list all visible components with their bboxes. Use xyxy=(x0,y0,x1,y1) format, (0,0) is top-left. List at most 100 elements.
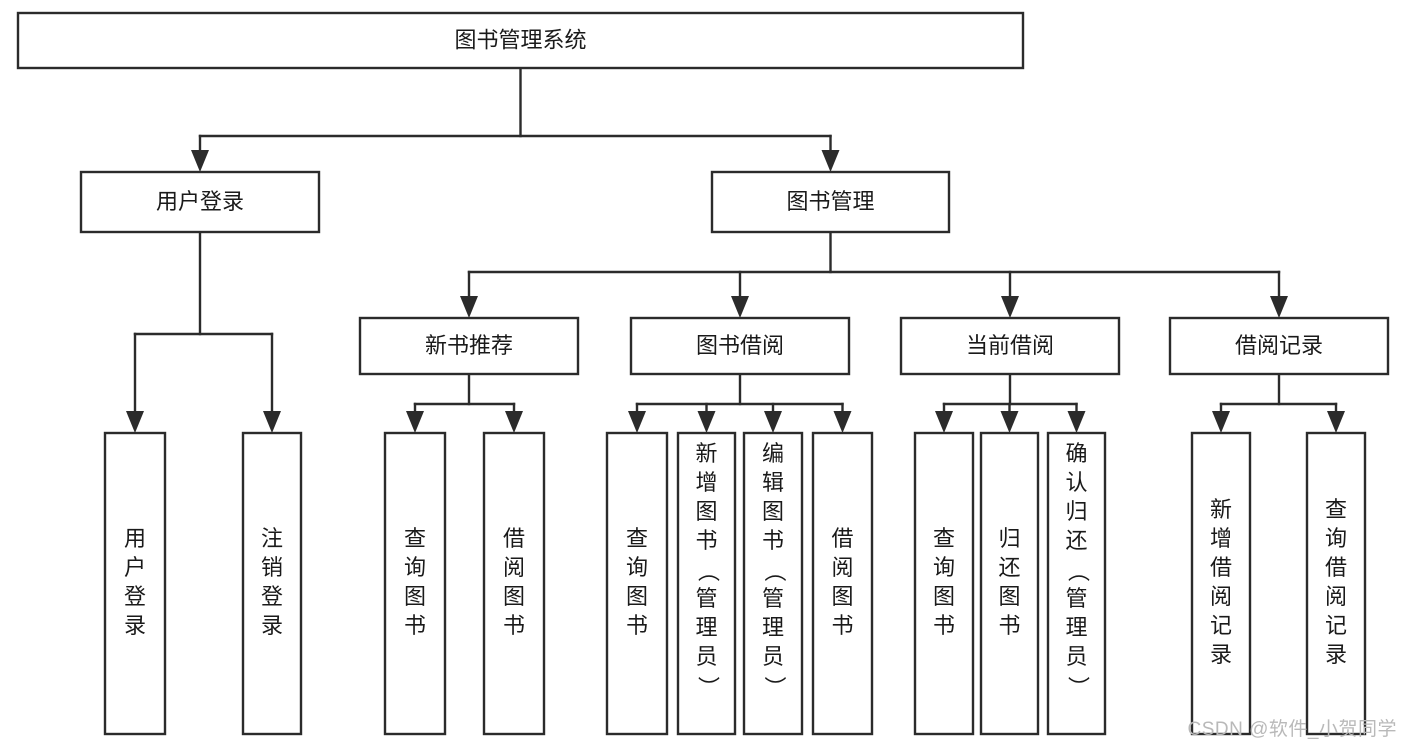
node-l3-新书推荐-0[interactable]: 新书推荐 xyxy=(358,316,580,376)
node-box xyxy=(1046,431,1107,736)
node-box xyxy=(1168,316,1390,376)
node-box xyxy=(913,431,975,736)
node-l3-图书借阅-1[interactable]: 图书借阅 xyxy=(629,316,851,376)
node-label-char: 员 xyxy=(1065,644,1087,669)
node-label: 新书推荐 xyxy=(425,333,513,358)
node-box xyxy=(979,431,1040,736)
node-box xyxy=(241,431,303,736)
node-label-char: 增 xyxy=(695,470,717,495)
node-label-char: 理 xyxy=(1065,615,1087,640)
node-box xyxy=(358,316,580,376)
node-box xyxy=(103,431,167,736)
node-label-char: 还 xyxy=(998,555,1020,580)
node-label-char: 归 xyxy=(1065,499,1087,524)
node-label-char: 记 xyxy=(1325,613,1347,638)
node-leaf-用户登录-0[interactable]: 用户登录 xyxy=(103,431,167,736)
node-l2-用户登录-0[interactable]: 用户登录 xyxy=(79,170,321,234)
node-label-char: 图 xyxy=(998,584,1020,609)
node-label-char: （ xyxy=(1066,560,1091,582)
node-label-char: 编 xyxy=(762,441,784,466)
node-label-char: 销 xyxy=(261,555,283,580)
node-root-图书管理系统[interactable]: 图书管理系统 xyxy=(16,11,1025,70)
arrow-head xyxy=(1327,411,1345,433)
node-label-char: 阅 xyxy=(1210,584,1232,609)
node-label-char: 管 xyxy=(762,586,784,611)
arrow-head xyxy=(1000,411,1019,433)
node-label-char: 图 xyxy=(933,584,955,609)
node-l3-借阅记录-3[interactable]: 借阅记录 xyxy=(1168,316,1390,376)
node-box xyxy=(629,316,851,376)
arrow-head xyxy=(1270,296,1288,318)
node-layer: 图书管理系统用户登录图书管理新书推荐图书借阅当前借阅借阅记录用户登录注销登录查询… xyxy=(16,11,1390,736)
node-box xyxy=(710,170,951,234)
node-label-char: 管 xyxy=(1065,586,1087,611)
node-label: 图书管理 xyxy=(786,189,874,214)
node-label: 图书管理系统 xyxy=(454,27,586,52)
node-label-char: 询 xyxy=(626,555,648,580)
node-label-char: 图 xyxy=(503,584,525,609)
node-l3-当前借阅-2[interactable]: 当前借阅 xyxy=(899,316,1121,376)
arrow-head xyxy=(126,411,144,433)
node-label: 当前借阅 xyxy=(966,333,1054,358)
node-box xyxy=(16,11,1025,70)
node-label-char: 查 xyxy=(404,526,426,551)
node-label-char: 登 xyxy=(261,584,283,609)
node-label-char: 还 xyxy=(1065,528,1087,553)
node-l2-图书管理-1[interactable]: 图书管理 xyxy=(710,170,951,234)
node-box xyxy=(482,431,546,736)
connector-layer xyxy=(126,66,1345,433)
node-label-char: 理 xyxy=(762,615,784,640)
node-label-char: 图 xyxy=(626,584,648,609)
node-label-char: ） xyxy=(696,676,721,698)
node-label-char: 员 xyxy=(762,644,784,669)
arrow-head xyxy=(505,411,523,433)
node-label-char: 图 xyxy=(762,499,784,524)
node-label: 图书借阅 xyxy=(696,333,784,358)
node-label-char: 录 xyxy=(261,613,283,638)
node-label-char: 询 xyxy=(1325,526,1347,551)
node-label-char: 用 xyxy=(124,526,146,551)
arrow-head xyxy=(935,411,953,433)
node-label-char: 图 xyxy=(831,584,853,609)
node-label-char: 书 xyxy=(831,613,853,638)
node-label-char: （ xyxy=(696,560,721,582)
node-label-char: 户 xyxy=(124,555,146,580)
arrow-head xyxy=(833,411,852,433)
node-box xyxy=(1305,431,1367,736)
node-label-char: 管 xyxy=(695,586,717,611)
node-label: 用户登录 xyxy=(156,189,244,214)
node-label-char: 辑 xyxy=(762,470,784,495)
arrow-head xyxy=(1001,296,1019,318)
node-label-char: ） xyxy=(1066,676,1091,698)
node-label-char: 书 xyxy=(695,528,717,553)
node-label-char: 阅 xyxy=(503,555,525,580)
node-label-char: 查 xyxy=(933,526,955,551)
node-label-char: 新 xyxy=(695,441,717,466)
node-box xyxy=(79,170,321,234)
node-box xyxy=(605,431,669,736)
node-label-char: 询 xyxy=(933,555,955,580)
node-label-char: ） xyxy=(762,676,787,698)
node-label-char: 借 xyxy=(1210,555,1232,580)
node-label-char: 确 xyxy=(1065,441,1087,466)
node-label-char: 询 xyxy=(404,555,426,580)
node-label: 借阅记录 xyxy=(1235,333,1323,358)
node-label-char: 查 xyxy=(626,526,648,551)
node-label-char: 理 xyxy=(695,615,717,640)
node-label-char: 借 xyxy=(1325,555,1347,580)
arrow-head xyxy=(1212,411,1230,433)
node-label-char: 查 xyxy=(1325,497,1347,522)
